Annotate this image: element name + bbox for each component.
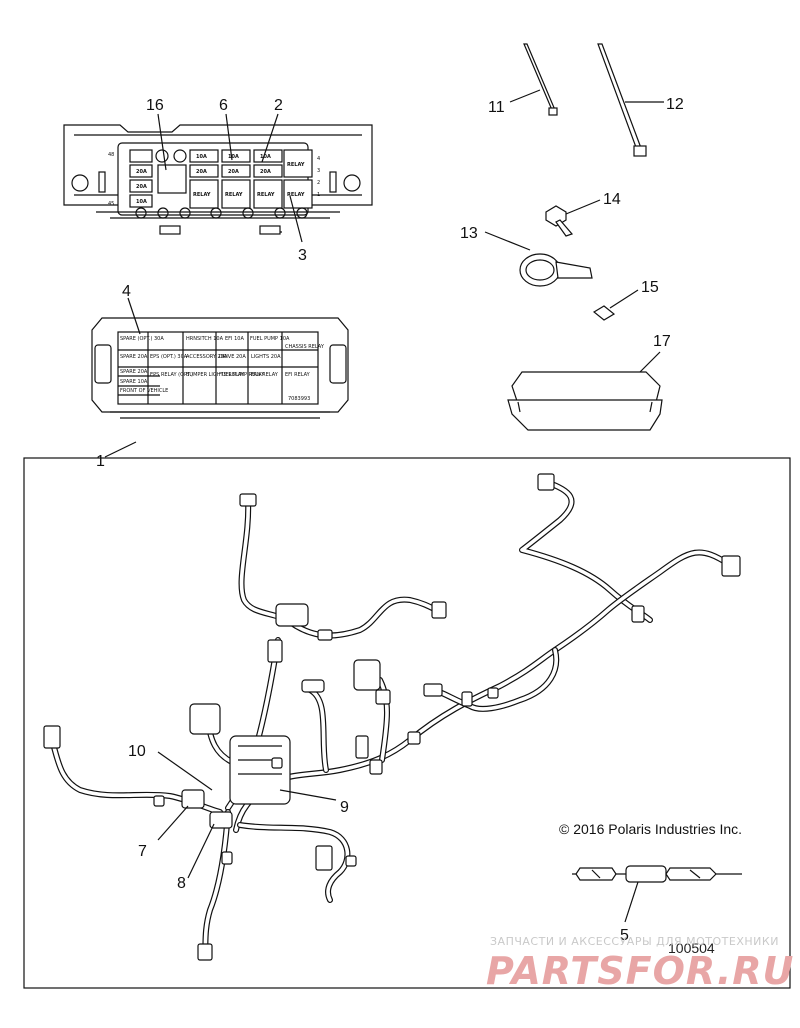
cover-cell-5: FUEL PUMP 10A <box>250 336 290 342</box>
callout-13: 13 <box>460 225 478 242</box>
relay-label-3: RELAY <box>257 192 275 198</box>
cover-front-note: FRONT OF VEHICLE <box>120 388 168 394</box>
cable-tie-large <box>597 43 647 157</box>
harness-connectors <box>43 473 741 961</box>
cable-tie-small <box>523 43 558 116</box>
cover-cell-17: FAN RELAY <box>251 372 279 378</box>
cover-cell-8: EPS (OPT.) 30A <box>150 354 188 360</box>
main-wire-harness <box>49 479 733 958</box>
cover-cell-16: FUEL PUMP RELAY <box>219 372 265 378</box>
fuse-side-label-top: 48 <box>108 152 114 158</box>
copyright-text: © 2016 Polaris Industries Inc. <box>559 821 742 837</box>
cover-cell-3: HRNSITCH 10A <box>186 336 224 342</box>
callout-14: 14 <box>603 191 621 208</box>
relay-label-4: RELAY <box>287 192 305 198</box>
callout-17: 17 <box>653 333 671 350</box>
cover-cell-11: LIGHTS 20A <box>251 354 281 360</box>
cover-cell-9: ACCESSORY 20A <box>186 354 228 360</box>
fuse-side-num-3: 3 <box>317 168 320 174</box>
callout-9: 9 <box>340 799 349 816</box>
callout-15: 15 <box>641 279 659 296</box>
cover-cell-19: SPARE 10A <box>120 379 148 385</box>
callout-6: 6 <box>219 97 228 114</box>
relay-cover <box>507 371 663 431</box>
callout-16: 16 <box>146 97 164 114</box>
watermark-tagline: ЗАПЧАСТИ И АКСЕССУАРЫ ДЛЯ МОТОТЕХНИКИ <box>490 935 779 948</box>
callout-4: 4 <box>122 283 131 300</box>
bolt <box>545 205 574 237</box>
watermark-brand: PARTSFOR.RU <box>486 949 794 993</box>
fuse-grid <box>129 149 313 219</box>
fuse-side-label-bottom: 45 <box>108 201 114 207</box>
relay-label-1: RELAY <box>193 192 211 198</box>
callout-10: 10 <box>128 743 146 760</box>
fuse-label-r2-3: 20A <box>260 169 271 175</box>
cover-cell-6: CHASSIS RELAY <box>285 344 325 350</box>
cover-cell-7: SPARE 20A <box>120 354 148 360</box>
callout-1: 1 <box>96 453 105 470</box>
cover-cell-13: SPARE 20A <box>120 369 148 375</box>
fuse-label-r1-3: 10A <box>260 154 271 160</box>
cover-cell-4: EFI 10A <box>225 336 244 342</box>
cover-cell-18: EFI RELAY <box>285 372 311 378</box>
relay-label-2: RELAY <box>225 192 243 198</box>
fuse-label-r1-2: 10A <box>228 154 239 160</box>
fuse-label-r2-1: 20A <box>196 169 207 175</box>
callout-5: 5 <box>620 927 629 944</box>
figure-number: 100504 <box>668 940 715 956</box>
cover-cell-10: DRIVE 20A <box>219 354 246 360</box>
callout-11: 11 <box>488 99 505 116</box>
cover-cell-15: BUMPER LIGHTS RELAY <box>186 372 245 378</box>
fuse-label-left-2: 20A <box>136 184 147 190</box>
fuse-label-r2-2: 20A <box>228 169 239 175</box>
fuse-side-num-4: 4 <box>317 156 320 162</box>
callout-3: 3 <box>298 247 307 264</box>
cover-cell-1: SPARE (OPT.) 30A <box>120 336 164 342</box>
harness-frame <box>23 457 791 989</box>
callout-2: 2 <box>274 97 283 114</box>
fuse-side-num-2: 2 <box>317 180 320 186</box>
callout-8: 8 <box>177 875 186 892</box>
fuse-cover <box>91 317 349 419</box>
fuse-label-left-1: 20A <box>136 169 147 175</box>
callout-7: 7 <box>138 843 147 860</box>
fuse-label-r1-1: 10A <box>196 154 207 160</box>
fuse-label-r1-4: RELAY <box>287 162 305 168</box>
cover-part-code: 7083993 <box>288 396 310 402</box>
fuse-label-left-3: 10A <box>136 199 147 205</box>
fuse-side-num-1: 1 <box>317 192 320 198</box>
cover-cell-14: EPS RELAY (OPT.) <box>150 372 193 378</box>
callout-12: 12 <box>666 96 684 113</box>
inline-fuse <box>572 865 742 883</box>
clamp <box>519 253 593 287</box>
clip <box>592 305 616 321</box>
